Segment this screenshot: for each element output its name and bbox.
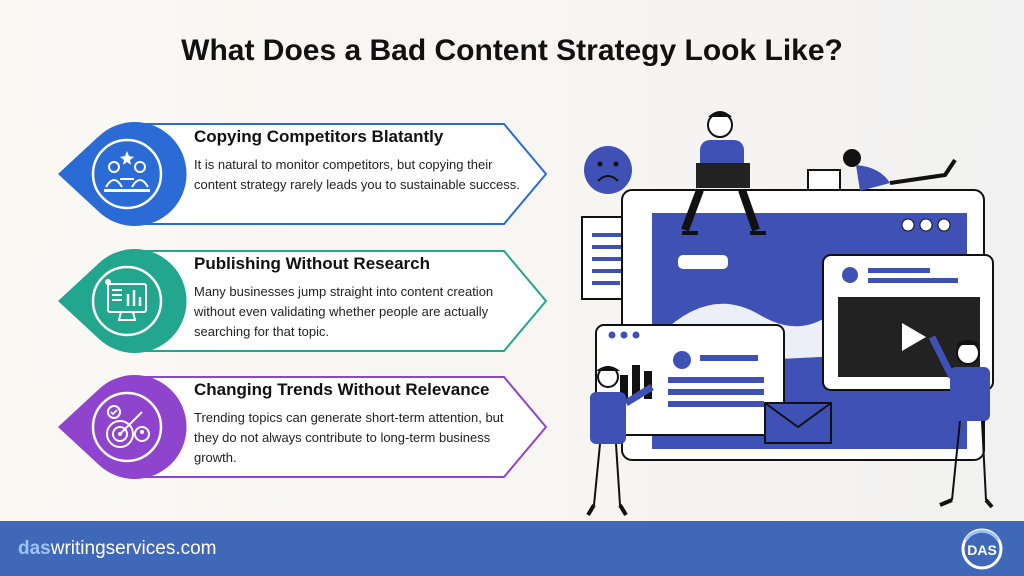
competitors-icon (90, 137, 164, 211)
person-pointing (928, 335, 994, 509)
play-icon (902, 323, 926, 351)
logo-text: DAS (967, 542, 997, 558)
footer-bar: daswritingservices.com DAS (0, 521, 1024, 576)
person-with-laptop (681, 111, 766, 235)
brand-prefix: das (18, 538, 51, 559)
target-icon (90, 390, 164, 464)
card-body: Trending topics can generate short-term … (194, 410, 504, 465)
brand-link[interactable]: daswritingservices.com (18, 538, 217, 560)
card-arrow-shape (58, 122, 548, 227)
card-arrow-shape (58, 249, 548, 353)
sad-face-icon (584, 146, 632, 194)
strategy-card-publishing-without-research: Publishing Without Research Many busines… (58, 248, 550, 354)
page-title: What Does a Bad Content Strategy Look Li… (181, 34, 843, 67)
person-lying-laptop (807, 149, 957, 191)
card-heading: Changing Trends Without Relevance (194, 380, 490, 399)
brand-rest: writingservices.com (50, 538, 217, 559)
card-heading: Copying Competitors Blatantly (194, 127, 444, 146)
card-body: Many businesses jump straight into conte… (194, 284, 494, 339)
envelope-icon (764, 402, 832, 444)
research-icon (90, 264, 164, 338)
card-body: It is natural to monitor competitors, bu… (194, 157, 520, 192)
das-logo-icon: DAS (961, 528, 1003, 570)
strategy-card-changing-trends: Changing Trends Without Relevance Trendi… (58, 374, 550, 480)
strategy-card-copying-competitors: Copying Competitors Blatantly It is natu… (58, 121, 550, 227)
card-heading: Publishing Without Research (194, 254, 430, 273)
person-presenting (586, 366, 654, 517)
content-strategy-illustration (581, 111, 994, 517)
